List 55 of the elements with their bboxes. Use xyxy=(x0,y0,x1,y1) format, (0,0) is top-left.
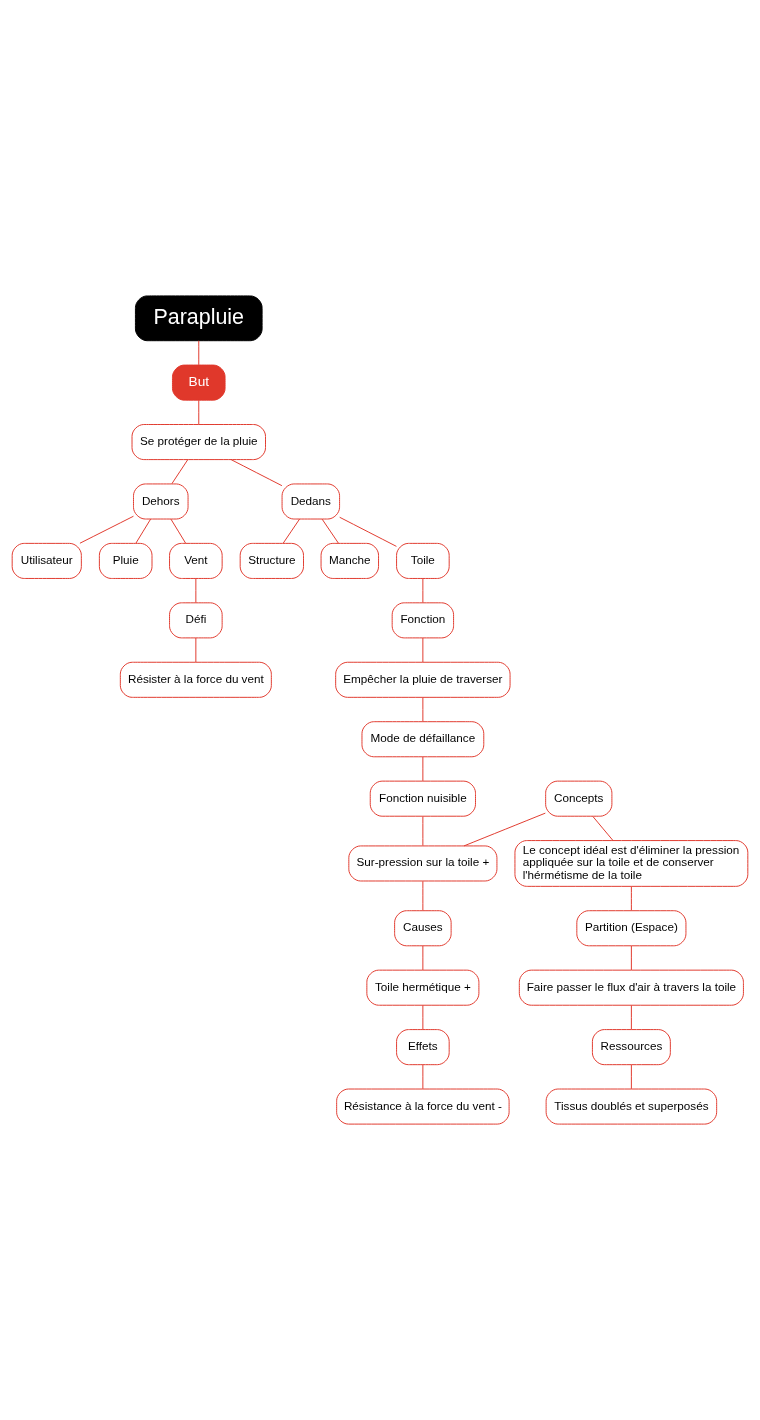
connector xyxy=(592,816,614,841)
connector xyxy=(198,340,200,366)
node-box: Parapluie xyxy=(134,295,263,342)
node-box: Toile xyxy=(396,542,450,579)
node-box: Résister à la force du vent xyxy=(119,661,272,698)
connector xyxy=(422,1064,424,1090)
connector xyxy=(630,945,632,971)
node-box: Dehors xyxy=(133,483,189,520)
node-box: Toile hermétique + xyxy=(366,969,480,1006)
connector xyxy=(422,696,424,722)
node-box: Fonction xyxy=(391,602,455,639)
node-box: Effets xyxy=(396,1029,450,1066)
connector xyxy=(195,637,197,663)
connector xyxy=(630,1064,632,1090)
connector xyxy=(422,578,424,604)
node-box: Manche xyxy=(320,542,380,579)
connector xyxy=(422,816,424,847)
connector xyxy=(135,518,152,544)
connector xyxy=(339,516,397,547)
node-box: Vent xyxy=(169,542,223,579)
connector xyxy=(321,518,339,544)
node-box: Empêcher la pluie de traverser xyxy=(335,661,511,698)
node-box: Causes xyxy=(394,910,452,947)
node-box: Mode de défaillance xyxy=(361,721,485,758)
connector xyxy=(422,880,424,911)
connector xyxy=(282,518,301,544)
connector xyxy=(422,945,424,971)
node-box: Fonction nuisible xyxy=(369,780,476,817)
node-box: Résistance à la force du vent - xyxy=(336,1088,510,1125)
node-box: Défi xyxy=(169,602,223,639)
connector xyxy=(198,399,200,425)
node-box: Sur-pression sur la toile + xyxy=(348,845,498,882)
connector xyxy=(171,459,189,485)
node-box: Faire passer le flux d'air à travers la toile xyxy=(518,969,744,1006)
connector xyxy=(422,637,424,663)
node-box: Le concept idéal est d'éliminer la pression appliquée sur la toile et de conserver l'hérmétisme de la toile xyxy=(514,840,749,887)
node-box: Tissus doublés et superposés xyxy=(545,1088,718,1125)
connector xyxy=(170,518,187,544)
connector xyxy=(422,1004,424,1030)
node-box: Pluie xyxy=(98,542,153,579)
node-box: Ressources xyxy=(591,1029,671,1066)
node-box: Dedans xyxy=(281,483,341,520)
connector xyxy=(630,885,632,912)
node-box: Structure xyxy=(239,542,304,579)
connector xyxy=(230,459,283,487)
connector xyxy=(79,515,134,544)
node-box: But xyxy=(171,364,226,401)
connector xyxy=(195,578,197,604)
connector xyxy=(422,756,424,782)
node-box: Utilisateur xyxy=(11,542,82,579)
node-box: Partition (Espace) xyxy=(576,910,687,947)
connector xyxy=(630,1004,632,1030)
node-box: Concepts xyxy=(545,780,613,817)
node-box: Se protéger de la pluie xyxy=(131,424,266,461)
connector xyxy=(463,812,546,847)
